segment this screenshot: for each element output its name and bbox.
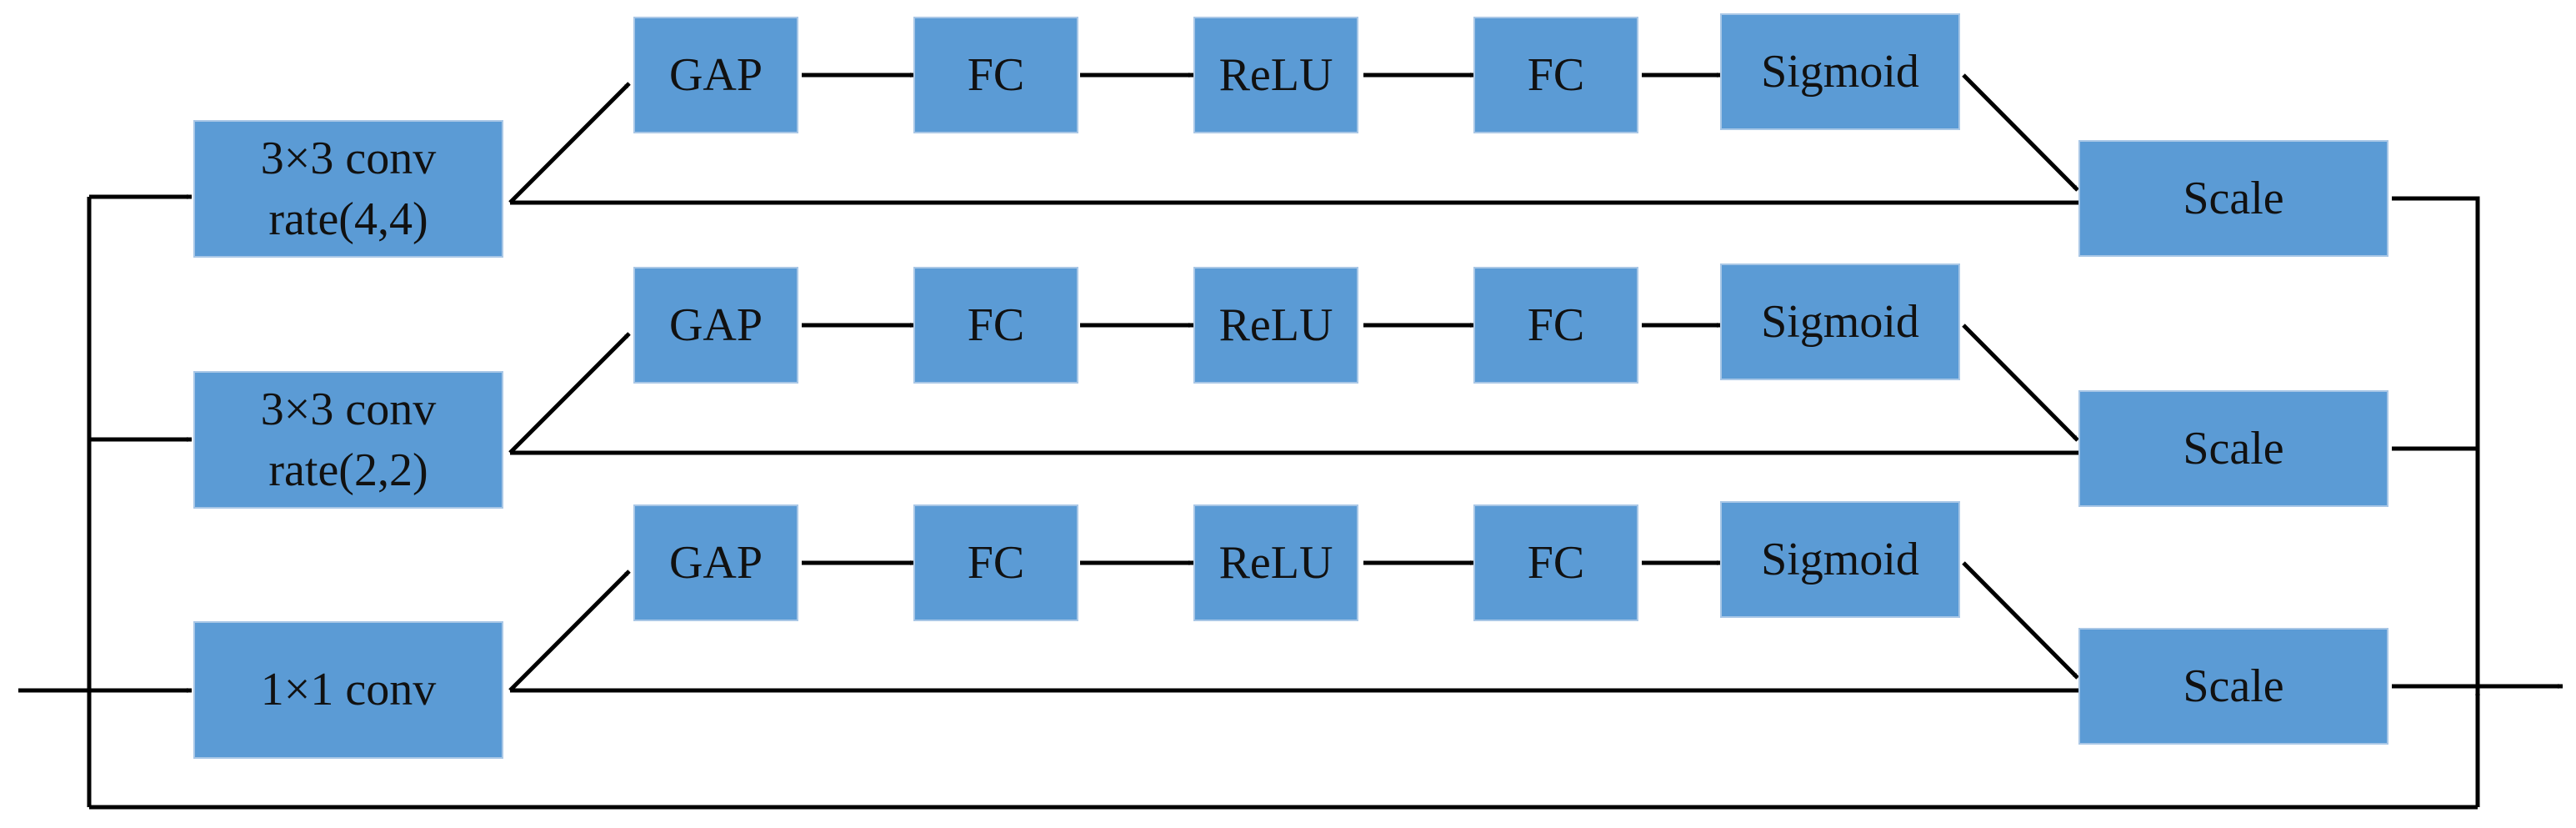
conv-box: 3×3 conv rate(4,4) — [193, 120, 503, 258]
conv-label-line1: 3×3 conv — [260, 383, 437, 435]
conv-to-gap-arrow — [508, 332, 631, 454]
gap-box: GAP — [633, 17, 798, 133]
conv-label-line2: rate(2,2) — [268, 444, 428, 496]
fc-box: FC — [913, 17, 1078, 133]
scale-box: Scale — [2078, 628, 2388, 745]
gap-box: GAP — [633, 504, 798, 621]
fc-box: FC — [1473, 267, 1638, 384]
relu-box: ReLU — [1193, 504, 1358, 621]
conv-label-line2: rate(4,4) — [268, 193, 428, 245]
sigmoid-to-scale-arrow — [1962, 324, 2079, 442]
gap-box: GAP — [633, 267, 798, 384]
sigmoid-to-scale-arrow — [1962, 561, 2079, 680]
conv-label-line1: 3×3 conv — [260, 132, 437, 184]
fc-box: FC — [913, 504, 1078, 621]
scale-box: Scale — [2078, 140, 2388, 257]
conv-label-line1: 1×1 conv — [260, 664, 437, 716]
sigmoid-to-scale-arrow — [1962, 73, 2079, 192]
fc-box: FC — [1473, 504, 1638, 621]
conv-to-gap-arrow — [508, 82, 631, 204]
conv-box: 1×1 conv — [193, 621, 503, 759]
sigmoid-box: Sigmoid — [1720, 13, 1960, 130]
sigmoid-box: Sigmoid — [1720, 263, 1960, 380]
relu-box: ReLU — [1193, 267, 1358, 384]
relu-box: ReLU — [1193, 17, 1358, 133]
conv-to-gap-arrow — [508, 570, 631, 692]
sigmoid-box: Sigmoid — [1720, 501, 1960, 618]
fc-box: FC — [1473, 17, 1638, 133]
conv-box: 3×3 conv rate(2,2) — [193, 371, 503, 509]
scale-merge-line-top — [2392, 196, 2480, 690]
fc-box: FC — [913, 267, 1078, 384]
scale-box: Scale — [2078, 390, 2388, 507]
